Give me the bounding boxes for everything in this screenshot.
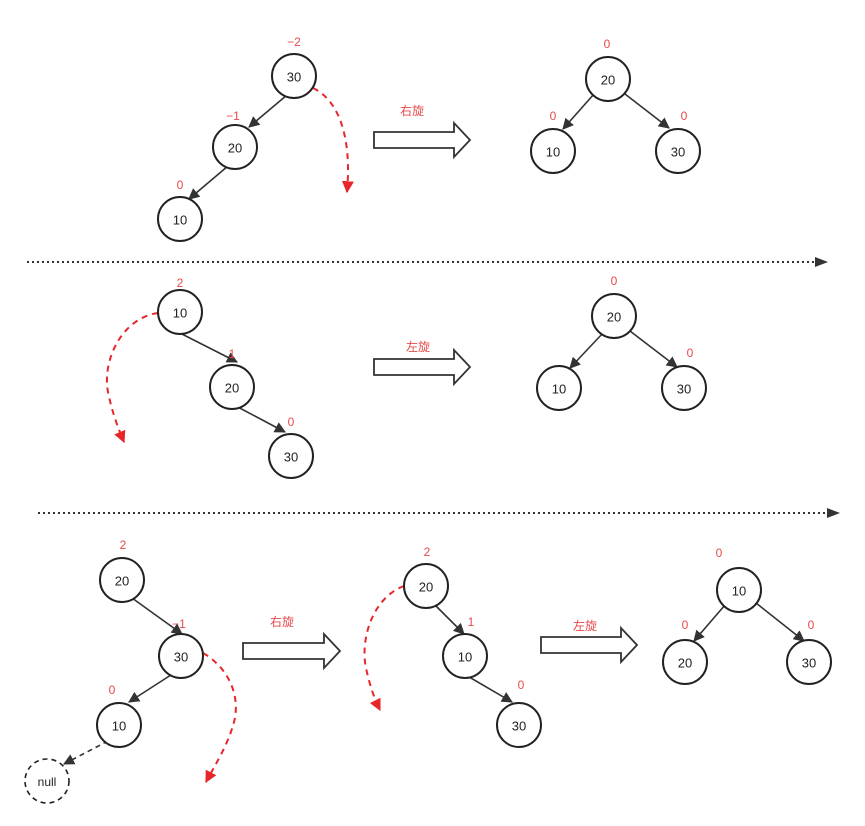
balance-factor: 0 <box>550 109 557 123</box>
section-2: 10 2 20 1 30 0 左旋 20 0 10 30 0 <box>106 274 707 479</box>
divider-arrowhead <box>815 257 828 267</box>
balance-factor: 1 <box>229 347 236 361</box>
node-label: 10 <box>552 382 566 397</box>
tree-node: 30 <box>786 639 832 685</box>
balance-factor: 0 <box>288 415 295 429</box>
balance-factor: −2 <box>287 35 301 49</box>
node-label: 20 <box>601 73 615 88</box>
edge-10-30 <box>463 673 513 703</box>
tree-node: 30 <box>268 433 314 479</box>
tree-node: 10 <box>530 128 576 174</box>
balance-factor: 0 <box>109 683 116 697</box>
node-label: 30 <box>287 70 301 85</box>
tree-node: 30 <box>661 365 707 411</box>
node-label: 10 <box>173 306 187 321</box>
balance-factor: −1 <box>172 617 186 631</box>
edge-30-20 <box>248 94 288 128</box>
balance-factor: 0 <box>687 346 694 360</box>
node-label: 30 <box>802 656 816 671</box>
balance-factor: 0 <box>716 546 723 560</box>
section-3: 20 2 30 −1 10 0 null 右旋 20 2 <box>24 538 832 804</box>
tree-node: 10 <box>536 365 582 411</box>
balance-factor: 0 <box>177 178 184 192</box>
null-label: null <box>38 775 57 789</box>
node-label: 30 <box>284 450 298 465</box>
edge-20-30 <box>624 93 670 129</box>
rotation-curve <box>312 87 354 194</box>
node-label: 20 <box>228 141 242 156</box>
rotation-label: 右旋 <box>400 103 424 118</box>
balance-factor: −1 <box>226 109 240 123</box>
edge-20-10 <box>433 603 465 635</box>
rotation-curve <box>363 585 405 712</box>
balance-factor: 0 <box>611 274 618 288</box>
section-1: 30 −2 20 −1 10 0 右旋 20 0 10 0 <box>157 35 701 242</box>
node-label: 10 <box>112 719 126 734</box>
edge-20-30 <box>131 597 183 635</box>
balance-factor: 0 <box>604 37 611 51</box>
tree-node: 30 <box>158 633 204 679</box>
node-label: 30 <box>677 382 691 397</box>
tree-node: 30 <box>496 702 542 748</box>
node-label: 20 <box>115 574 129 589</box>
node-label: 30 <box>512 719 526 734</box>
edge-20-10 <box>569 332 604 369</box>
tree-node: 10 <box>96 702 142 748</box>
edge-20-10 <box>562 93 595 130</box>
tree-node: 30 <box>271 53 317 99</box>
node-label: 10 <box>546 145 560 160</box>
transform-arrow <box>373 120 472 160</box>
rotation-label: 右旋 <box>270 614 294 629</box>
balance-factor: 0 <box>808 618 815 632</box>
tree-node: 20 <box>99 557 145 603</box>
transform-arrow <box>540 625 639 665</box>
balance-factor: 2 <box>177 276 184 290</box>
tree-node: 20 <box>212 124 258 170</box>
null-node: null <box>24 758 70 804</box>
transform-arrow <box>242 631 342 671</box>
edge-10-20 <box>173 329 238 363</box>
transform-arrow <box>373 347 472 387</box>
balance-factor: 0 <box>682 618 689 632</box>
tree-node: 10 <box>157 196 203 242</box>
balance-factor: 2 <box>120 538 127 552</box>
node-label: 10 <box>458 650 472 665</box>
tree-node: 20 <box>591 293 637 339</box>
edge-20-10 <box>188 165 229 200</box>
balance-factor: 0 <box>681 109 688 123</box>
balance-factor: 1 <box>468 615 475 629</box>
node-label: 20 <box>678 656 692 671</box>
rotation-label: 左旋 <box>573 618 597 633</box>
balance-factor: 2 <box>424 545 431 559</box>
tree-node: 10 <box>157 289 203 335</box>
edge-30-10 <box>128 672 175 703</box>
node-label: 20 <box>419 580 433 595</box>
edge-20-30 <box>233 404 286 433</box>
edge-10-20 <box>693 604 726 642</box>
balance-factor: 0 <box>518 678 525 692</box>
tree-node: 10 <box>442 633 488 679</box>
tree-node: 10 <box>716 567 762 613</box>
edge-10-null <box>63 740 109 765</box>
tree-node: 20 <box>662 639 708 685</box>
node-label: 30 <box>174 650 188 665</box>
tree-node: 20 <box>209 364 255 410</box>
rotation-curve <box>106 312 159 444</box>
node-label: 10 <box>732 584 746 599</box>
edge-20-30 <box>629 330 678 368</box>
tree-node: 20 <box>585 56 631 102</box>
node-label: 10 <box>173 213 187 228</box>
divider-arrowhead <box>827 508 840 518</box>
edge-10-30 <box>755 602 805 642</box>
rotation-label: 左旋 <box>406 339 430 354</box>
rotation-curve <box>202 652 237 784</box>
tree-node: 20 <box>403 563 449 609</box>
node-label: 30 <box>671 145 685 160</box>
tree-node: 30 <box>655 128 701 174</box>
node-label: 20 <box>225 381 239 396</box>
node-label: 20 <box>607 310 621 325</box>
